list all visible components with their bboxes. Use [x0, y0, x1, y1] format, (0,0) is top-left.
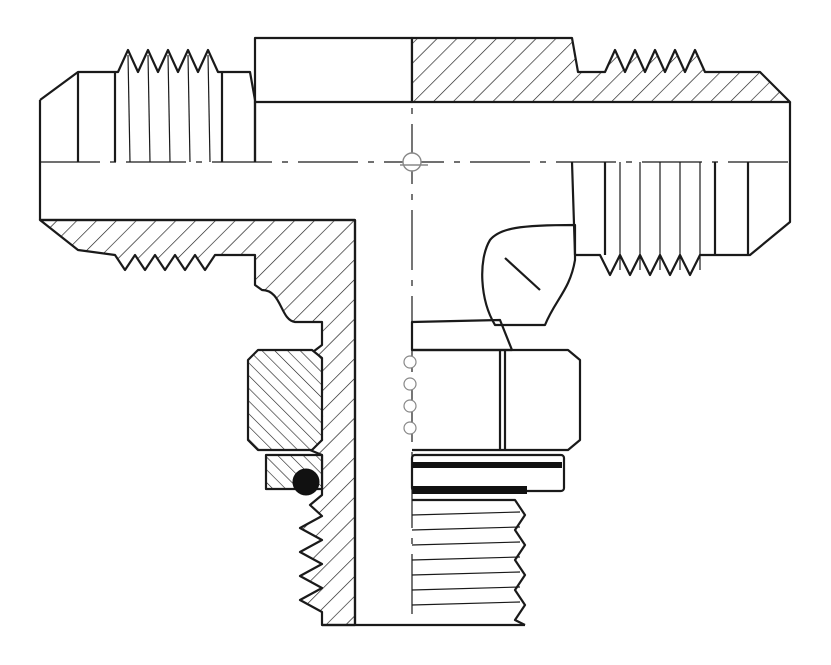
right-washer	[410, 453, 566, 494]
right-flare-end	[570, 102, 792, 277]
hex-body	[253, 36, 414, 162]
left-stem-hatched	[38, 218, 357, 627]
right-section-hatched	[410, 36, 792, 104]
left-thread-lines	[127, 54, 211, 163]
jam-nut-section	[246, 348, 324, 452]
o-ring-section	[264, 453, 324, 496]
right-hex-nut	[410, 318, 582, 452]
right-thread-lines	[619, 162, 701, 270]
o-ring	[292, 468, 320, 496]
port-thread	[411, 498, 527, 626]
centerline-symbol-stack-icon	[403, 355, 417, 435]
centerline-symbol-icon	[400, 152, 428, 172]
elbow-passage	[481, 223, 577, 327]
left-flare-end	[38, 48, 257, 220]
